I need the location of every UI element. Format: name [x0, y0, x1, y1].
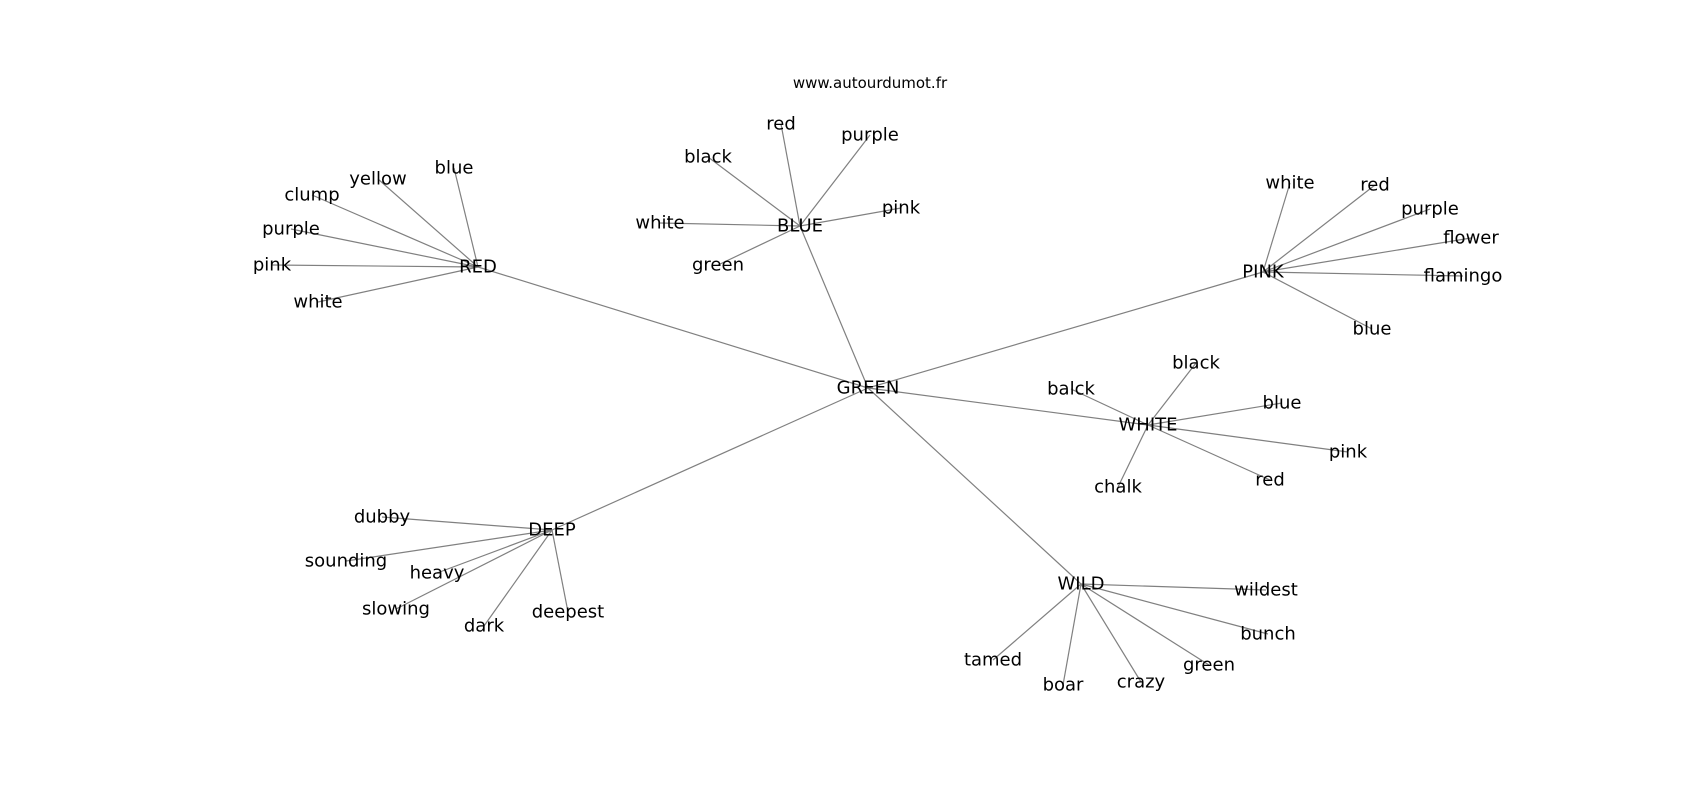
edge-deep-heavy [436, 529, 553, 574]
leaf-node-deep-sounding: sounding [305, 551, 387, 572]
leaf-node-red-pink: pink [253, 255, 292, 276]
leaf-node-red-white: white [293, 292, 342, 313]
edge-wild-tamed [992, 583, 1082, 661]
leaf-node-deep-slowing: slowing [362, 599, 430, 620]
edge-red-pink [271, 264, 479, 268]
edge-red-blue [453, 167, 479, 268]
hub-node-red: RED [459, 257, 497, 278]
leaf-node-wild-bunch: bunch [1240, 624, 1296, 645]
leaf-node-blue-green: green [692, 255, 744, 276]
leaf-node-deep-heavy: heavy [410, 563, 465, 584]
edge-pink-blue [1262, 271, 1373, 330]
edge-deep-dubby [381, 516, 553, 531]
leaf-node-white-chalk: chalk [1094, 477, 1142, 498]
edge-pink-red [1262, 184, 1376, 273]
edge-wild-crazy [1080, 583, 1142, 683]
edge-blue-white [659, 222, 801, 227]
edge-white-balck [1070, 388, 1149, 426]
hub-node-white: WHITE [1118, 415, 1177, 436]
watermark-text: www.autourdumot.fr [793, 74, 948, 92]
edge-pink-flower [1262, 237, 1472, 273]
edge-wild-wildest [1080, 583, 1267, 591]
edge-green-deep [551, 387, 869, 531]
edge-red-clump [311, 194, 479, 268]
leaf-node-blue-red: red [766, 114, 796, 135]
leaf-node-wild-boar: boar [1043, 675, 1084, 696]
leaf-node-deep-dubby: dubby [354, 507, 411, 528]
leaf-node-white-pink: pink [1329, 442, 1368, 463]
leaf-node-pink-flamingo: flamingo [1424, 266, 1503, 287]
leaf-node-pink-blue: blue [1353, 319, 1392, 340]
edge-deep-deepest [551, 529, 569, 613]
leaf-node-white-blue: blue [1263, 393, 1302, 414]
leaf-node-blue-black: black [684, 147, 732, 168]
leaf-node-wild-tamed: tamed [964, 650, 1022, 671]
leaf-node-deep-deepest: deepest [532, 602, 605, 623]
leaf-node-blue-white: white [635, 213, 684, 234]
edge-wild-boar [1062, 583, 1082, 686]
leaf-node-pink-purple: purple [1401, 199, 1459, 220]
leaf-node-blue-pink: pink [882, 198, 921, 219]
leaf-node-pink-white: white [1265, 173, 1314, 194]
edge-blue-red [780, 123, 801, 227]
hub-node-blue: BLUE [777, 216, 823, 237]
edge-wild-bunch [1080, 583, 1269, 635]
edge-deep-sounding [345, 529, 553, 562]
edge-pink-flamingo [1262, 271, 1464, 277]
edge-red-white [317, 266, 479, 303]
hub-node-wild: WILD [1058, 574, 1105, 595]
edge-wild-green [1080, 583, 1210, 666]
edge-blue-purple [799, 134, 871, 227]
leaf-node-deep-dark: dark [464, 616, 505, 637]
edge-green-pink [867, 271, 1264, 389]
hub-node-pink: PINK [1242, 262, 1285, 283]
edge-green-white [867, 387, 1149, 426]
leaf-node-pink-red: red [1360, 175, 1390, 196]
leaf-node-red-purple: purple [262, 219, 320, 240]
leaf-node-pink-flower: flower [1443, 228, 1499, 249]
edge-pink-purple [1262, 208, 1431, 273]
edge-green-blue [799, 225, 869, 389]
leaf-node-blue-purple: purple [841, 125, 899, 146]
leaf-node-red-clump: clump [284, 185, 339, 206]
leaf-node-wild-wildest: wildest [1234, 580, 1298, 601]
leaf-node-white-black: black [1172, 353, 1220, 374]
center-node-label: GREEN [837, 378, 900, 399]
labels-layer: GREENREDblueyellowclumppurplepinkwhiteBL… [253, 114, 1503, 696]
edge-red-yellow [377, 178, 479, 268]
leaf-node-white-balck: balck [1047, 379, 1095, 400]
edge-white-blue [1147, 402, 1283, 426]
edge-deep-dark [483, 529, 553, 627]
edge-blue-black [707, 156, 801, 227]
edge-white-black [1147, 362, 1197, 426]
edge-white-chalk [1117, 424, 1149, 488]
edge-blue-green [717, 225, 801, 266]
leaf-node-white-red: red [1255, 470, 1285, 491]
edge-pink-white [1262, 182, 1291, 273]
leaf-node-red-yellow: yellow [349, 169, 406, 190]
edge-green-red [477, 266, 869, 389]
edge-blue-pink [799, 207, 902, 227]
leaf-node-wild-crazy: crazy [1117, 672, 1166, 693]
edge-red-purple [290, 228, 479, 268]
hub-node-deep: DEEP [528, 520, 576, 541]
edge-deep-slowing [395, 529, 553, 610]
leaf-node-wild-green: green [1183, 655, 1235, 676]
leaf-node-red-blue: blue [435, 158, 474, 179]
edge-white-red [1147, 424, 1271, 481]
edges-layer [271, 123, 1472, 686]
edge-green-wild [867, 387, 1082, 585]
edge-white-pink [1147, 424, 1349, 453]
